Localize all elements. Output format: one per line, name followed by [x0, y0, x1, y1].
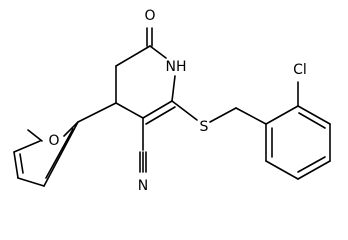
bond-s-ch2 — [209, 107, 237, 123]
bond-ar4-ar5 — [297, 160, 331, 180]
bond-c6-c5 — [115, 45, 151, 67]
atom-oxygen-carbonyl: O — [144, 8, 155, 24]
bond-ar1-ar2 — [265, 105, 299, 125]
bond-ar5-ar6 — [265, 160, 299, 180]
pyridinone-ring-bonds — [115, 27, 176, 125]
bond-ch2-aryl — [235, 107, 267, 125]
atom-oxygen-furan: O — [48, 133, 59, 149]
bond-furan-c3-c2-double — [45, 128, 74, 179]
bond-furan-c5-c4 — [13, 151, 19, 179]
bond-n1-c6 — [149, 45, 167, 59]
bond-c4-furan — [77, 102, 117, 123]
bond-c2-n1 — [171, 75, 176, 102]
bond-c4-c3 — [115, 102, 144, 119]
nitrile-bonds — [139, 117, 147, 173]
atom-sulfur: S — [200, 119, 209, 135]
chemical-structure-diagram: O NH O S Cl N — [13, 8, 331, 194]
bond-furan-c3-c2 — [43, 121, 79, 187]
bond-c3-c2 — [142, 100, 173, 119]
atom-nitrogen-ring: NH — [166, 59, 187, 75]
bond-c3-c2-double — [145, 106, 176, 125]
atom-nitrogen-nitrile: N — [138, 178, 148, 194]
atom-chlorine: Cl — [293, 62, 307, 78]
bond-furan-o-c5 — [27, 129, 43, 142]
bond-furan-o-c5b — [13, 140, 41, 153]
bond-furan-c2-o — [63, 121, 79, 137]
bond-furan-c4-c3 — [17, 177, 45, 187]
atom-labels: O NH O S Cl N — [48, 8, 306, 194]
bond-furan-c5-c4-double — [19, 153, 24, 174]
bond-ar4-ar5-double — [297, 156, 326, 173]
benzene-ring-bonds — [265, 81, 331, 180]
furan-ring-bonds — [13, 102, 117, 187]
bond-ar2-ar3 — [297, 105, 331, 125]
thioether-bonds — [171, 100, 267, 125]
bond-ar2-ar3-double — [298, 112, 326, 129]
bond-c2-s — [171, 100, 198, 121]
